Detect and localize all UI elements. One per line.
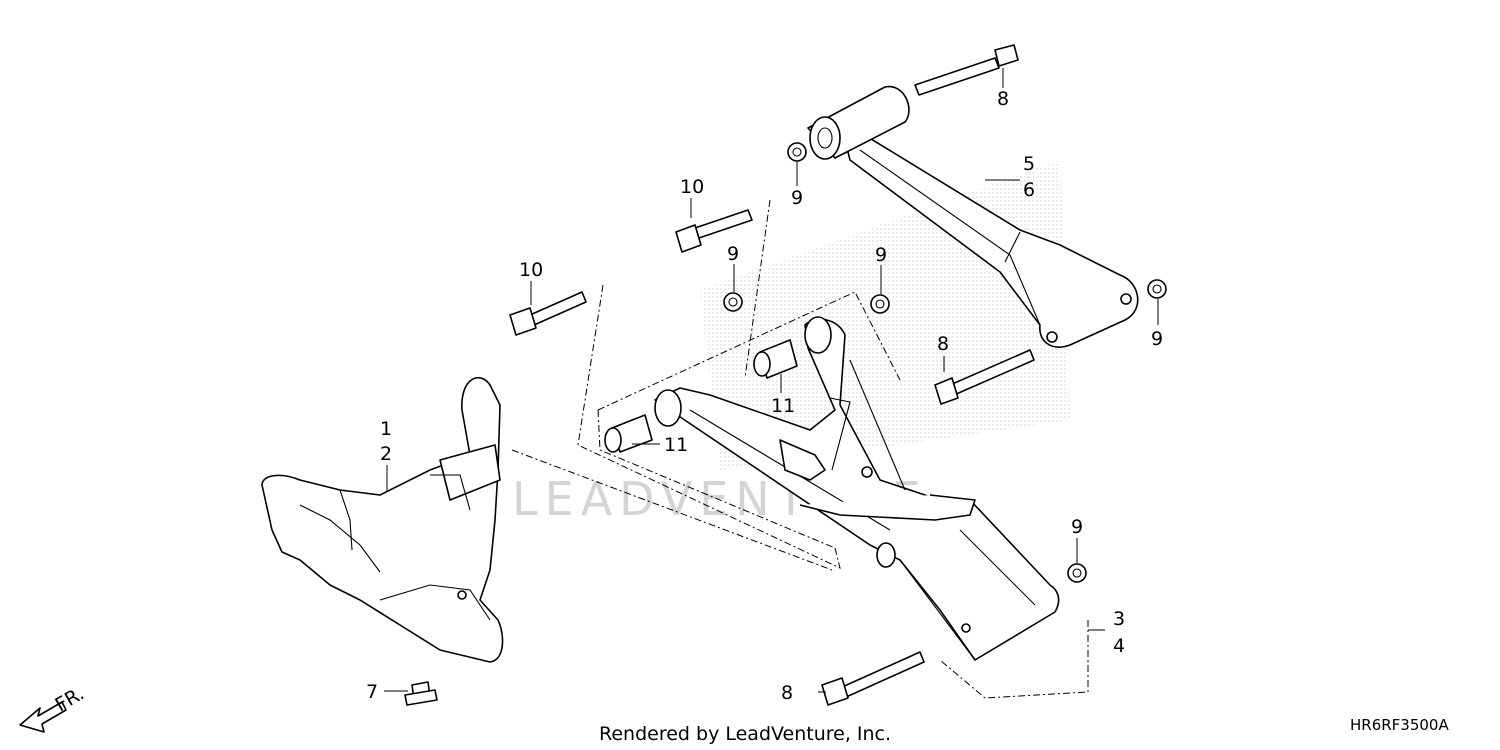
callout-2: 2 — [380, 443, 392, 465]
callout-9-b: 9 — [727, 243, 739, 265]
front-direction-indicator: FR. — [19, 683, 88, 733]
callout-9-e: 9 — [1071, 516, 1083, 538]
bolt-part-8-top — [914, 44, 1019, 96]
callout-10-left: 10 — [519, 259, 543, 281]
bolt-part-10-left — [509, 291, 587, 336]
callout-6: 6 — [1023, 179, 1035, 201]
callout-8-top: 8 — [997, 88, 1009, 110]
callout-11-right: 11 — [771, 395, 795, 417]
cover-part-1-2 — [261, 376, 504, 663]
rendered-by-text: Rendered by LeadVenture, Inc. — [599, 723, 891, 745]
arrow-icon — [19, 701, 67, 733]
reference-lines — [511, 199, 1089, 699]
callout-11-left: 11 — [664, 434, 688, 456]
callout-7: 7 — [366, 681, 378, 703]
callout-9-a: 9 — [791, 187, 803, 209]
diagram-code: HR6RF3500A — [1350, 716, 1449, 734]
upper-arm-part-5-6 — [807, 85, 1139, 348]
callout-4: 4 — [1113, 635, 1125, 657]
callout-8-bottom: 8 — [781, 682, 793, 704]
nut-part-9-b — [723, 292, 743, 312]
leader-lines — [384, 68, 1159, 693]
callout-1: 1 — [380, 418, 392, 440]
nut-part-9-c — [870, 294, 890, 314]
bolt-part-8-bottom — [821, 651, 925, 706]
nut-part-9-e — [1067, 563, 1087, 583]
callout-5: 5 — [1023, 153, 1035, 175]
nut-part-9-a — [787, 142, 807, 162]
callout-8-right: 8 — [937, 333, 949, 355]
bolt-part-8-right — [934, 349, 1035, 405]
callout-10-right: 10 — [680, 176, 704, 198]
nut-part-9-d — [1147, 279, 1167, 299]
callout-3: 3 — [1113, 608, 1125, 630]
lower-arm-part-3-4 — [654, 316, 1060, 661]
clip-part-7 — [404, 681, 438, 706]
callout-9-c: 9 — [875, 244, 887, 266]
bushing-part-11 — [604, 339, 798, 453]
bolt-part-10-right — [675, 209, 753, 253]
callout-9-d: 9 — [1151, 328, 1163, 350]
